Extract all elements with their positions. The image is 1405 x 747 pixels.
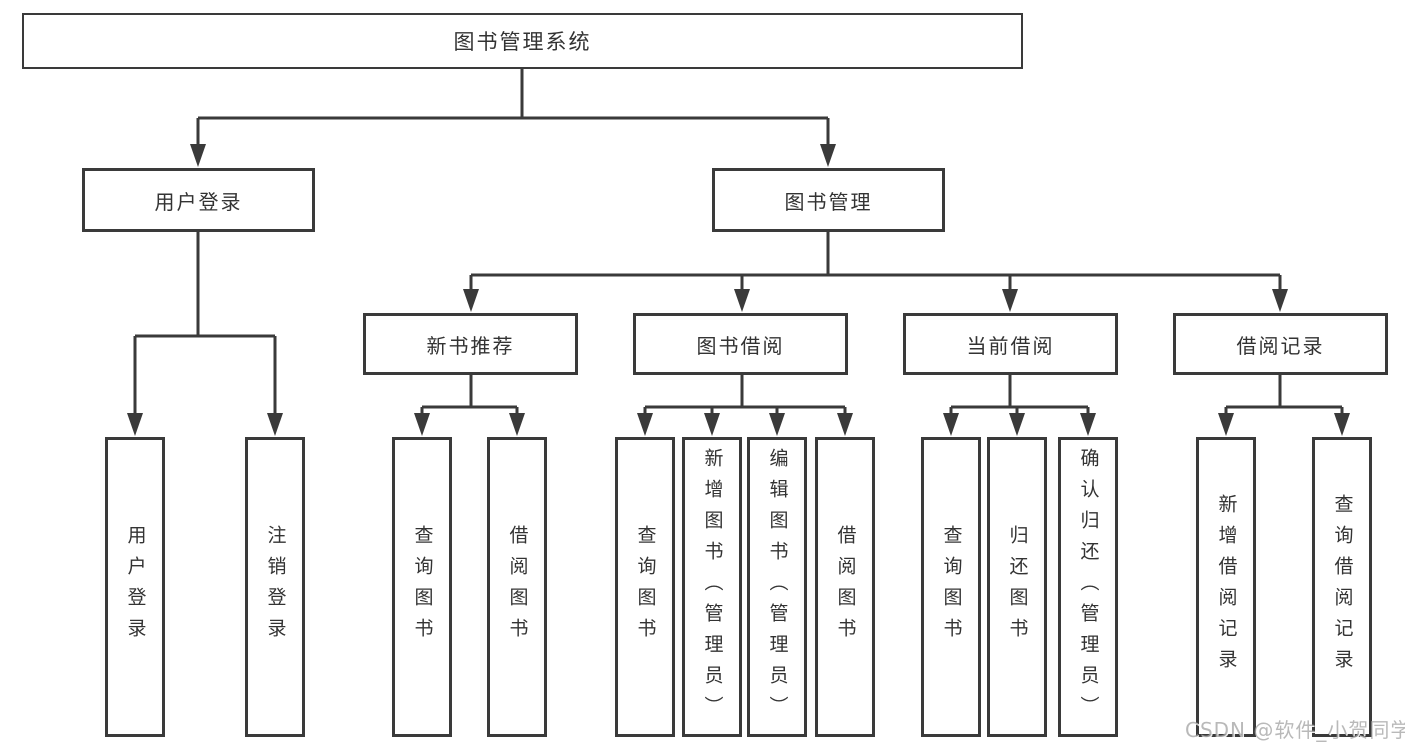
- leaf-add-book-admin: 新增图书（管理员）: [682, 437, 742, 737]
- leaf-confirm-return-admin: 确认归还（管理员）: [1058, 437, 1118, 737]
- node-new-book-recommend: 新书推荐: [363, 313, 578, 375]
- node-book-management: 图书管理: [712, 168, 945, 232]
- leaf-return-books: 归还图书: [987, 437, 1047, 737]
- node-library-management-system: 图书管理系统: [22, 13, 1023, 69]
- node-borrow-records: 借阅记录: [1173, 313, 1388, 375]
- node-book-borrow: 图书借阅: [633, 313, 848, 375]
- node-user-login: 用户登录: [82, 168, 315, 232]
- leaf-query-books-current: 查询图书: [921, 437, 981, 737]
- leaf-borrow-books-recommend: 借阅图书: [487, 437, 547, 737]
- csdn-watermark: CSDN @软件_小贺同学: [1185, 718, 1405, 742]
- leaf-query-books-borrow: 查询图书: [615, 437, 675, 737]
- node-current-borrow: 当前借阅: [903, 313, 1118, 375]
- leaf-add-borrow-record: 新增借阅记录: [1196, 437, 1256, 737]
- leaf-user-login: 用户登录: [105, 437, 165, 737]
- leaf-borrow-books-borrow: 借阅图书: [815, 437, 875, 737]
- leaf-edit-book-admin: 编辑图书（管理员）: [747, 437, 807, 737]
- leaf-query-borrow-record: 查询借阅记录: [1312, 437, 1372, 737]
- leaf-logout: 注销登录: [245, 437, 305, 737]
- leaf-query-books-recommend: 查询图书: [392, 437, 452, 737]
